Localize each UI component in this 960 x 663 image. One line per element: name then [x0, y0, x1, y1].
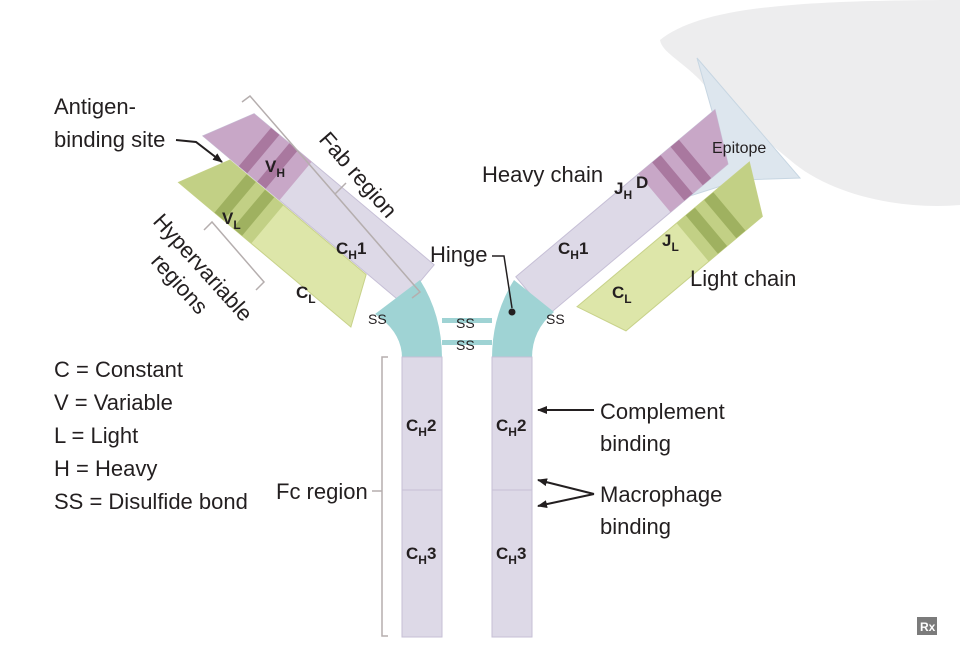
legend-item: C = Constant: [54, 357, 183, 382]
right-fab-arm: [515, 108, 763, 332]
right-light-chain: [576, 161, 763, 332]
left-fab-arm: [177, 113, 435, 328]
heavy-chain-label: Heavy chain: [482, 162, 603, 187]
antigen-binding-site-label-line2: binding site: [54, 127, 165, 152]
right-cl-label: CL: [612, 283, 632, 306]
left-hinge: [375, 280, 442, 358]
right-hinge: [492, 280, 554, 358]
right-ch1-label: CH1: [558, 239, 588, 262]
right-jl-label: JL: [662, 231, 679, 254]
legend-item: H = Heavy: [54, 456, 157, 481]
right-ch3-label: CH3: [496, 544, 526, 567]
rx-logo: Rx: [917, 617, 937, 635]
interchain-ss-label-2: SS: [456, 337, 475, 353]
epitope-label: Epitope: [712, 140, 766, 157]
left-light-chain: [177, 159, 367, 328]
macrophage-binding-arrow-2: [537, 493, 595, 509]
legend-item: L = Light: [54, 423, 138, 448]
left-vl-label: VL: [222, 209, 241, 232]
antigen-binding-site-arrow: [175, 139, 223, 163]
left-ch3-label: CH3: [406, 544, 436, 567]
hypervariable-bracket: [203, 220, 266, 291]
interchain-ss-label-1: SS: [456, 315, 475, 331]
svg-text:Rx: Rx: [920, 620, 936, 634]
disulfide-bond-1: [442, 318, 492, 323]
complement-binding-label-line2: binding: [600, 431, 671, 456]
fc-region-label: Fc region: [276, 479, 368, 504]
light-chain-label: Light chain: [690, 266, 796, 291]
left-cl-label: CL: [296, 283, 316, 306]
right-heavy-chain: [515, 108, 729, 316]
legend-item: V = Variable: [54, 390, 173, 415]
right-d-label: D: [636, 173, 648, 192]
macrophage-binding-label-line2: binding: [600, 514, 671, 539]
complement-binding-label-line1: Complement: [600, 399, 725, 424]
right-ss-label: SS: [546, 311, 565, 327]
antigen-shape: [660, 0, 960, 206]
antigen-binding-site-label-line1: Antigen-: [54, 94, 136, 119]
fc-right-column: [491, 356, 533, 638]
hinge-dot: [508, 308, 516, 316]
hinge-label: Hinge: [430, 242, 487, 267]
legend-item: SS = Disulfide bond: [54, 489, 248, 514]
right-jh-label: JH: [614, 179, 632, 202]
hinge-leader: [492, 255, 513, 309]
fc-region-bracket: [381, 356, 388, 637]
disulfide-bond-2: [442, 340, 492, 345]
fc-left-column: [401, 356, 443, 638]
legend: C = Constant V = Variable L = Light H = …: [54, 357, 248, 514]
macrophage-binding-arrow-1: [537, 478, 595, 495]
macrophage-binding-label-line1: Macrophage: [600, 482, 722, 507]
left-vh-label: VH: [265, 157, 285, 180]
left-ss-label: SS: [368, 311, 387, 327]
left-ch1-label: CH1: [336, 239, 366, 262]
right-ch2-label: CH2: [496, 416, 526, 439]
left-ch2-label: CH2: [406, 416, 436, 439]
